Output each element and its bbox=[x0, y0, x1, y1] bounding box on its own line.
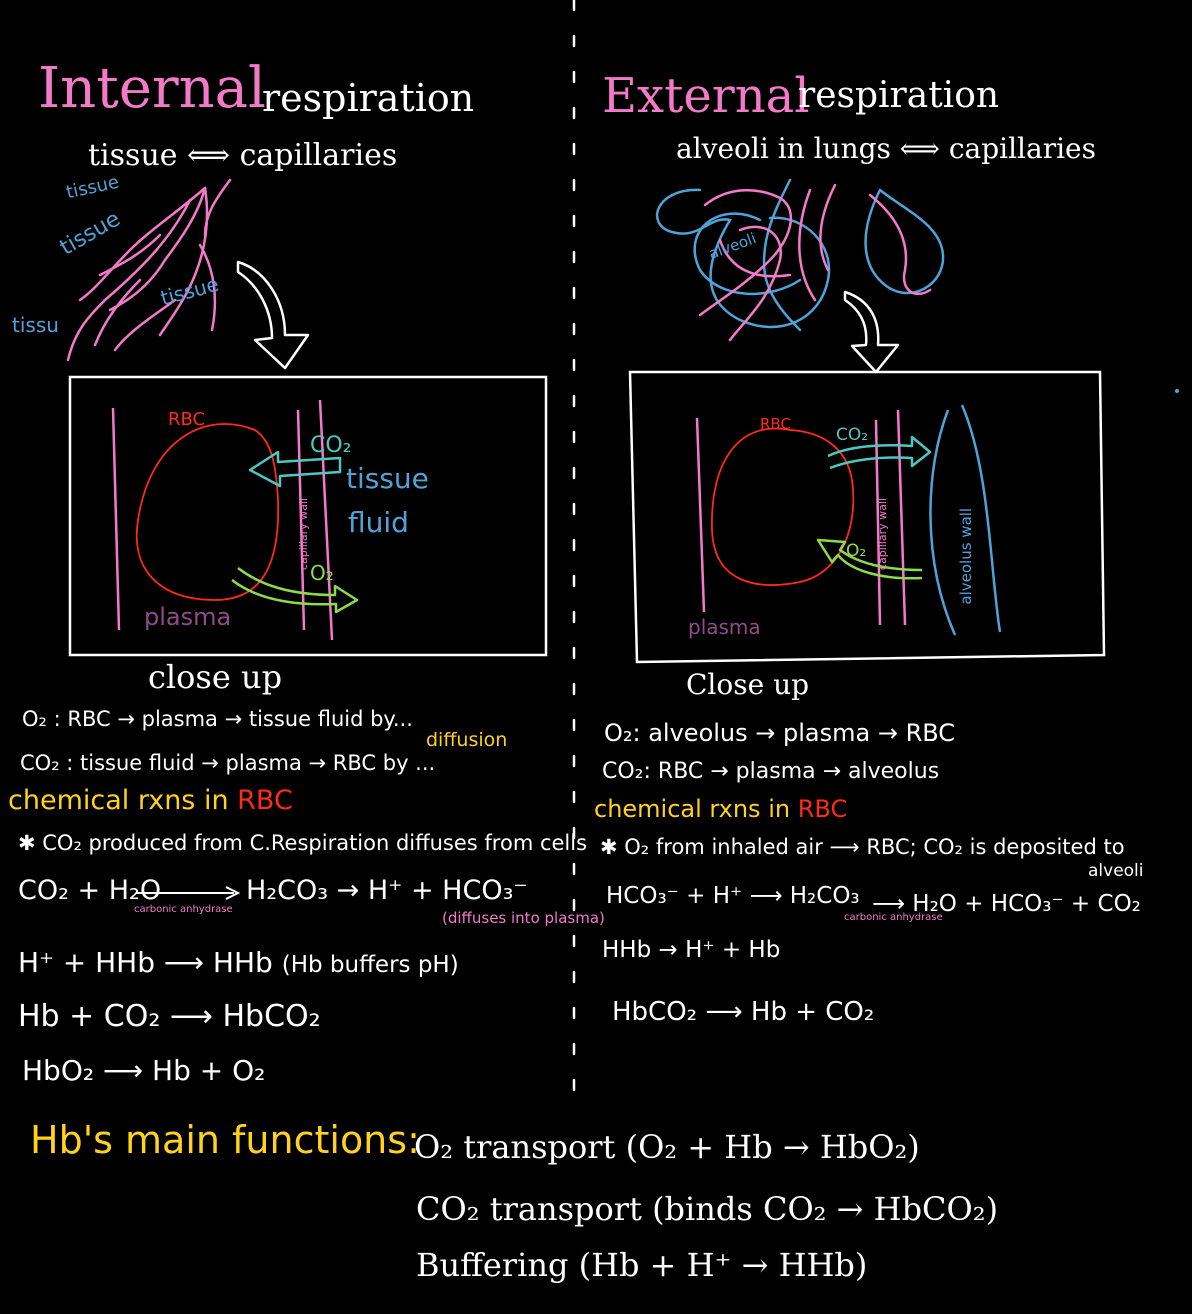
left-rbc-label: RBC bbox=[168, 409, 206, 430]
left-eq2-text: H⁺ + HHb ⟶ HHb bbox=[18, 946, 273, 979]
left-capillary-wall-label: capillary wall bbox=[296, 498, 310, 571]
left-co2-label: CO₂ bbox=[310, 433, 352, 458]
left-eq2: H⁺ + HHb ⟶ HHb (Hb buffers pH) bbox=[18, 946, 459, 979]
right-plasma-line bbox=[695, 417, 706, 613]
right-enzyme-label: carbonic anhydrase bbox=[844, 912, 943, 923]
left-rxn-heading-text: chemical rxns in bbox=[8, 785, 229, 816]
right-co2-label: CO₂ bbox=[836, 425, 869, 445]
right-note: ✱ O₂ from inhaled air ⟶ RBC; CO₂ is depo… bbox=[600, 835, 1125, 859]
footer-item-buffering: Buffering (Hb + H⁺ → HHb) bbox=[416, 1246, 868, 1284]
right-subtitle: alveoli in lungs ⟺ capillaries bbox=[676, 132, 1096, 165]
right-down-arrow-icon bbox=[843, 290, 900, 374]
left-rbc-cell bbox=[135, 423, 280, 601]
right-rbc-cell bbox=[711, 427, 855, 586]
left-rxn-heading: chemical rxns in RBC bbox=[8, 786, 293, 816]
right-rxn-heading-text: chemical rxns in bbox=[594, 795, 791, 823]
left-eq2-note: (Hb buffers pH) bbox=[281, 952, 459, 978]
right-o2-arrow-icon bbox=[816, 538, 923, 580]
right-eq2: HHb → H⁺ + Hb bbox=[602, 937, 781, 963]
left-tissue-fluid-label-1: tissue bbox=[346, 462, 429, 495]
right-rxn-heading: chemical rxns in RBC bbox=[594, 796, 847, 822]
right-co2-path: CO₂: RBC → plasma → alveolus bbox=[602, 759, 940, 784]
footer-item-o2-transport: O₂ transport (O₂ + Hb → HbO₂) bbox=[414, 1128, 920, 1166]
right-o2-path: O₂: alveolus → plasma → RBC bbox=[604, 719, 956, 747]
right-plasma-label: plasma bbox=[688, 615, 761, 639]
left-capillary-wall-2 bbox=[318, 399, 334, 641]
left-o2-arrow-icon bbox=[231, 567, 359, 614]
left-capillary-network-icon bbox=[66, 178, 232, 362]
right-eq3: HbCO₂ ⟶ Hb + CO₂ bbox=[612, 997, 875, 1027]
right-capillary-wall-2 bbox=[896, 409, 907, 626]
left-down-arrow-icon bbox=[236, 260, 310, 370]
right-note-end: alveoli bbox=[1088, 861, 1144, 881]
left-closeup-box bbox=[68, 375, 548, 657]
left-co2-arrow-icon bbox=[248, 450, 342, 488]
right-alveolus-wall-2 bbox=[960, 404, 1002, 633]
right-co2-arrow-icon bbox=[827, 435, 932, 470]
left-plasma-line bbox=[111, 407, 121, 631]
left-diffusion-label: diffusion bbox=[426, 729, 508, 751]
left-eq3: Hb + CO₂ ⟶ HbCO₂ bbox=[18, 999, 321, 1034]
right-eq1-right: ⟶ H₂O + HCO₃⁻ + CO₂ bbox=[872, 891, 1141, 917]
right-alveoli-icon bbox=[655, 178, 945, 342]
right-capillary-wall-1 bbox=[874, 419, 882, 626]
left-o2-label: O₂ bbox=[310, 561, 334, 585]
left-title-main: Internal bbox=[38, 56, 266, 121]
footer-heading: Hb's main functions: bbox=[30, 1118, 420, 1162]
right-o2-label: O₂ bbox=[846, 541, 867, 561]
right-rbc-label: RBC bbox=[760, 415, 791, 433]
right-title-rest: respiration bbox=[798, 75, 1000, 116]
left-rxn-heading-rbc: RBC bbox=[237, 785, 293, 816]
left-eq1-left: CO₂ + H₂O bbox=[18, 875, 162, 906]
left-diffuses-note: (diffuses into plasma) bbox=[442, 909, 605, 927]
right-eq1-left: HCO₃⁻ + H⁺ ⟶ H₂CO₃ bbox=[606, 883, 860, 909]
left-closeup-caption: close up bbox=[148, 658, 283, 696]
left-plasma-label: plasma bbox=[144, 603, 232, 631]
left-enzyme-label: carbonic anhydrase bbox=[134, 904, 233, 915]
footer-item-co2-transport: CO₂ transport (binds CO₂ → HbCO₂) bbox=[416, 1190, 999, 1228]
left-eq4: HbO₂ ⟶ Hb + O₂ bbox=[22, 1054, 266, 1087]
right-closeup-caption: Close up bbox=[686, 668, 810, 701]
right-capillary-wall-label: capillary wall bbox=[875, 498, 889, 571]
left-eq1-mid: H₂CO₃ → H⁺ + HCO₃⁻ bbox=[246, 875, 528, 906]
stray-dot bbox=[1175, 389, 1179, 393]
left-o2-path: O₂ : RBC → plasma → tissue fluid by... bbox=[22, 707, 413, 731]
right-alveolus-wall-1 bbox=[929, 409, 957, 636]
right-closeup-box bbox=[628, 370, 1106, 664]
left-subtitle: tissue ⟺ capillaries bbox=[88, 138, 398, 173]
left-eq1-arrow-icon bbox=[136, 886, 241, 900]
right-alveolus-wall-label: alveolus wall bbox=[957, 507, 976, 605]
right-rxn-heading-rbc: RBC bbox=[797, 795, 848, 823]
left-note: ✱ CO₂ produced from C.Respiration diffus… bbox=[18, 831, 588, 855]
left-title-rest: respiration bbox=[262, 76, 475, 120]
left-tissue-label-4: tissu bbox=[12, 313, 59, 337]
left-co2-path: CO₂ : tissue fluid → plasma → RBC by ... bbox=[20, 751, 436, 775]
left-tissue-fluid-label-2: fluid bbox=[348, 506, 409, 539]
right-title-main: External bbox=[602, 68, 810, 124]
